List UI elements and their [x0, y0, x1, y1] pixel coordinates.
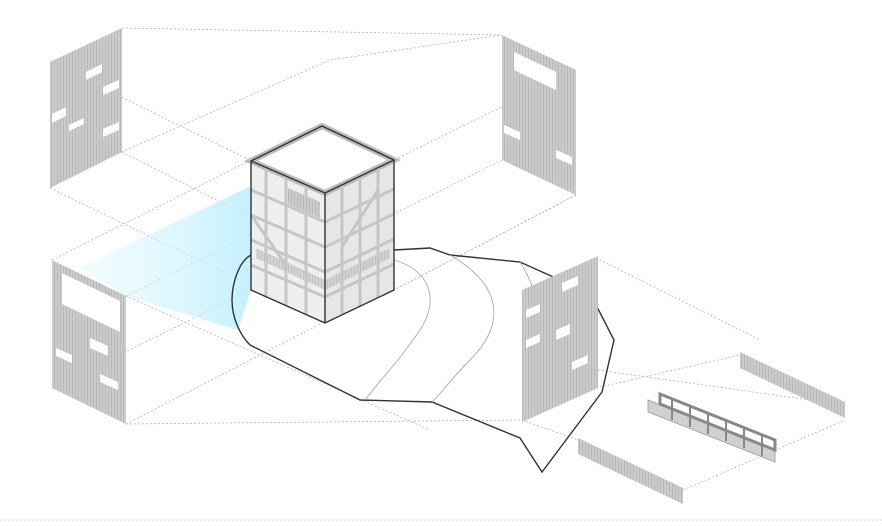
wall-panel-top-left [50, 28, 122, 188]
wall-panel-bottom-left [52, 260, 126, 424]
wall-panel-top-right [502, 35, 576, 195]
wall-panel-right [522, 256, 598, 422]
deck-strip-back [740, 352, 845, 418]
terrain-outline [231, 247, 615, 474]
bridge-truss [647, 391, 777, 463]
terrain-contour [364, 259, 431, 401]
building-frame [243, 122, 401, 324]
terrain-contour [431, 254, 495, 403]
shadow-plane [80, 186, 251, 330]
deck-strip-front [578, 438, 683, 504]
